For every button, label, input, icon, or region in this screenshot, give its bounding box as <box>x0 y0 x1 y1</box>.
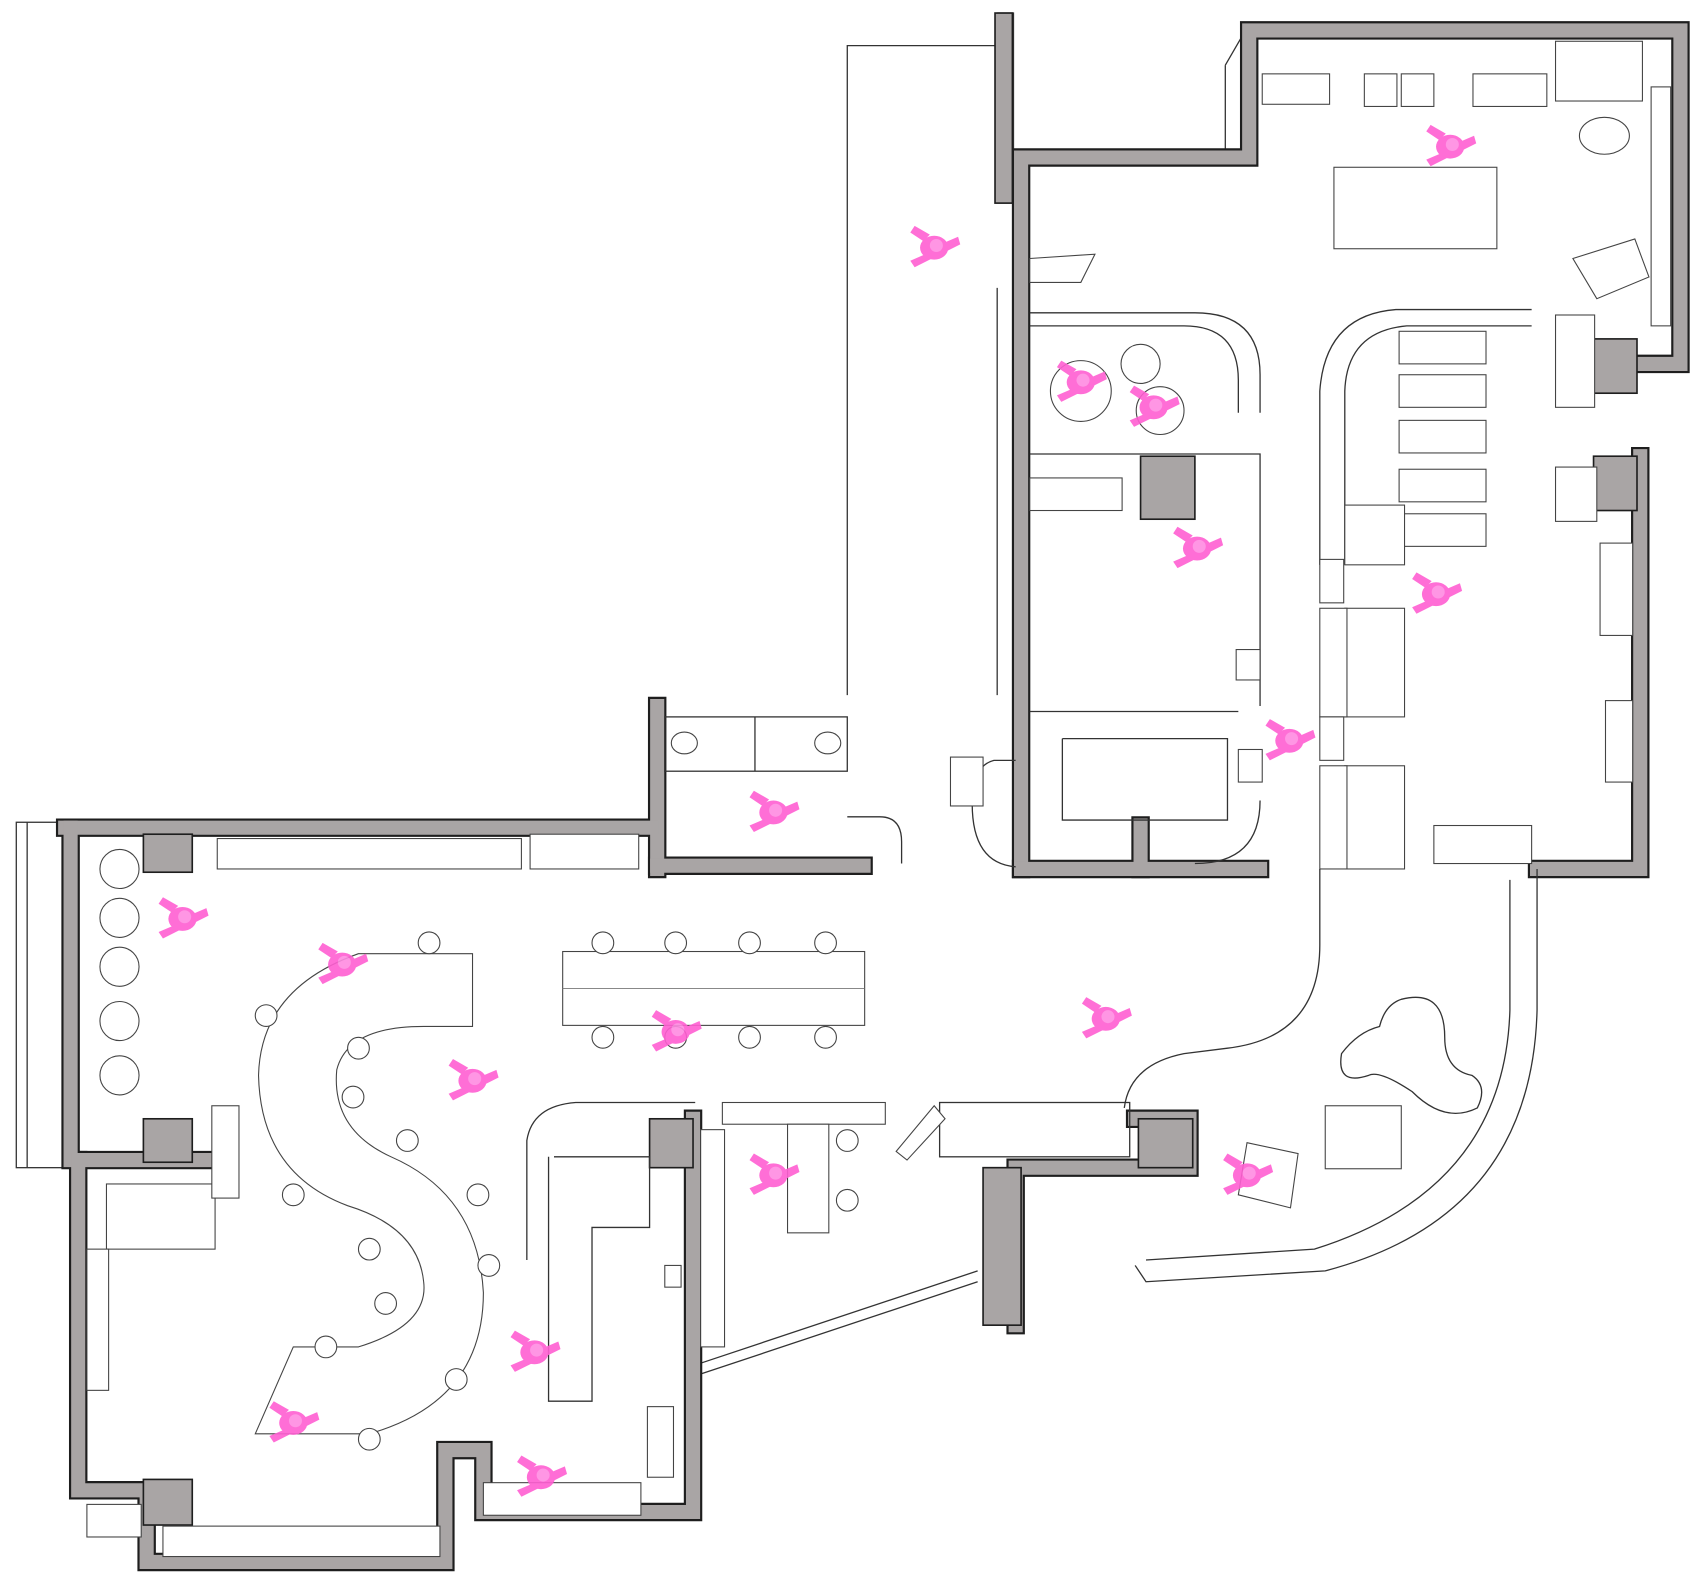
chair-icon <box>99 1000 140 1042</box>
chair-icon <box>374 1292 398 1315</box>
chair-icon <box>591 931 615 955</box>
chair-icon <box>477 1254 501 1277</box>
chair-icon <box>814 1025 837 1049</box>
chair-icon <box>341 1085 365 1109</box>
person-figure-icon <box>1173 526 1224 569</box>
column <box>648 1117 694 1169</box>
chair-icon <box>444 1368 468 1391</box>
person-figure-icon <box>910 225 961 268</box>
round-seat <box>1578 116 1630 155</box>
column <box>1592 455 1638 512</box>
person-figure-icon <box>1223 1153 1274 1195</box>
column <box>1592 338 1638 395</box>
person-figure-icon <box>517 1455 568 1497</box>
chair-icon <box>814 931 837 955</box>
chair-icon <box>357 1237 381 1261</box>
column <box>142 1117 194 1164</box>
column <box>1139 455 1196 521</box>
column <box>982 1166 1022 1326</box>
table <box>1333 166 1498 250</box>
chair-icon <box>347 1036 370 1060</box>
column <box>994 12 1014 204</box>
person-figure-icon <box>448 1059 499 1101</box>
chairs <box>99 848 859 1451</box>
chair-icon <box>417 931 441 955</box>
chair-icon <box>835 1129 859 1152</box>
chair-icon <box>357 1427 381 1451</box>
column <box>142 833 194 874</box>
desk-icon <box>786 1123 830 1234</box>
chair-icon <box>466 1183 490 1207</box>
cube-seat <box>1324 1105 1402 1170</box>
person-figure-icon <box>318 942 369 985</box>
person-figure-icon <box>1129 385 1180 427</box>
column <box>1137 1117 1194 1169</box>
lounge-chair-icon <box>1572 238 1650 300</box>
person-figure-icon <box>1265 719 1316 761</box>
interior <box>86 40 1672 1558</box>
chair-icon <box>835 1188 859 1212</box>
chair-icon <box>254 1004 278 1028</box>
person-figure-icon <box>1056 360 1107 402</box>
chair-icon <box>664 931 688 955</box>
person-figure-icon <box>510 1330 561 1372</box>
person-figure-icon <box>158 897 209 939</box>
chair-icon <box>99 848 140 890</box>
person-figure-icon <box>749 790 800 833</box>
person-figure-icon <box>651 1010 702 1052</box>
person-figure-icon <box>1426 124 1477 167</box>
people <box>158 124 1477 1497</box>
shelving <box>1319 40 1672 870</box>
chair-icon <box>99 946 140 987</box>
chair-icon <box>99 1055 140 1096</box>
chair-icon <box>99 897 140 938</box>
person-figure-icon <box>1412 572 1463 614</box>
chair-icon <box>281 1183 305 1207</box>
chair-icon <box>395 1129 419 1152</box>
chair-icon <box>738 1025 761 1049</box>
person-figure-icon <box>269 1401 320 1443</box>
chair-icon <box>591 1025 615 1049</box>
column <box>142 1478 194 1526</box>
person-figure-icon <box>749 1153 800 1195</box>
person-figure-icon <box>1081 997 1132 1039</box>
chair-icon <box>314 1335 338 1359</box>
chair-icon <box>738 931 761 955</box>
